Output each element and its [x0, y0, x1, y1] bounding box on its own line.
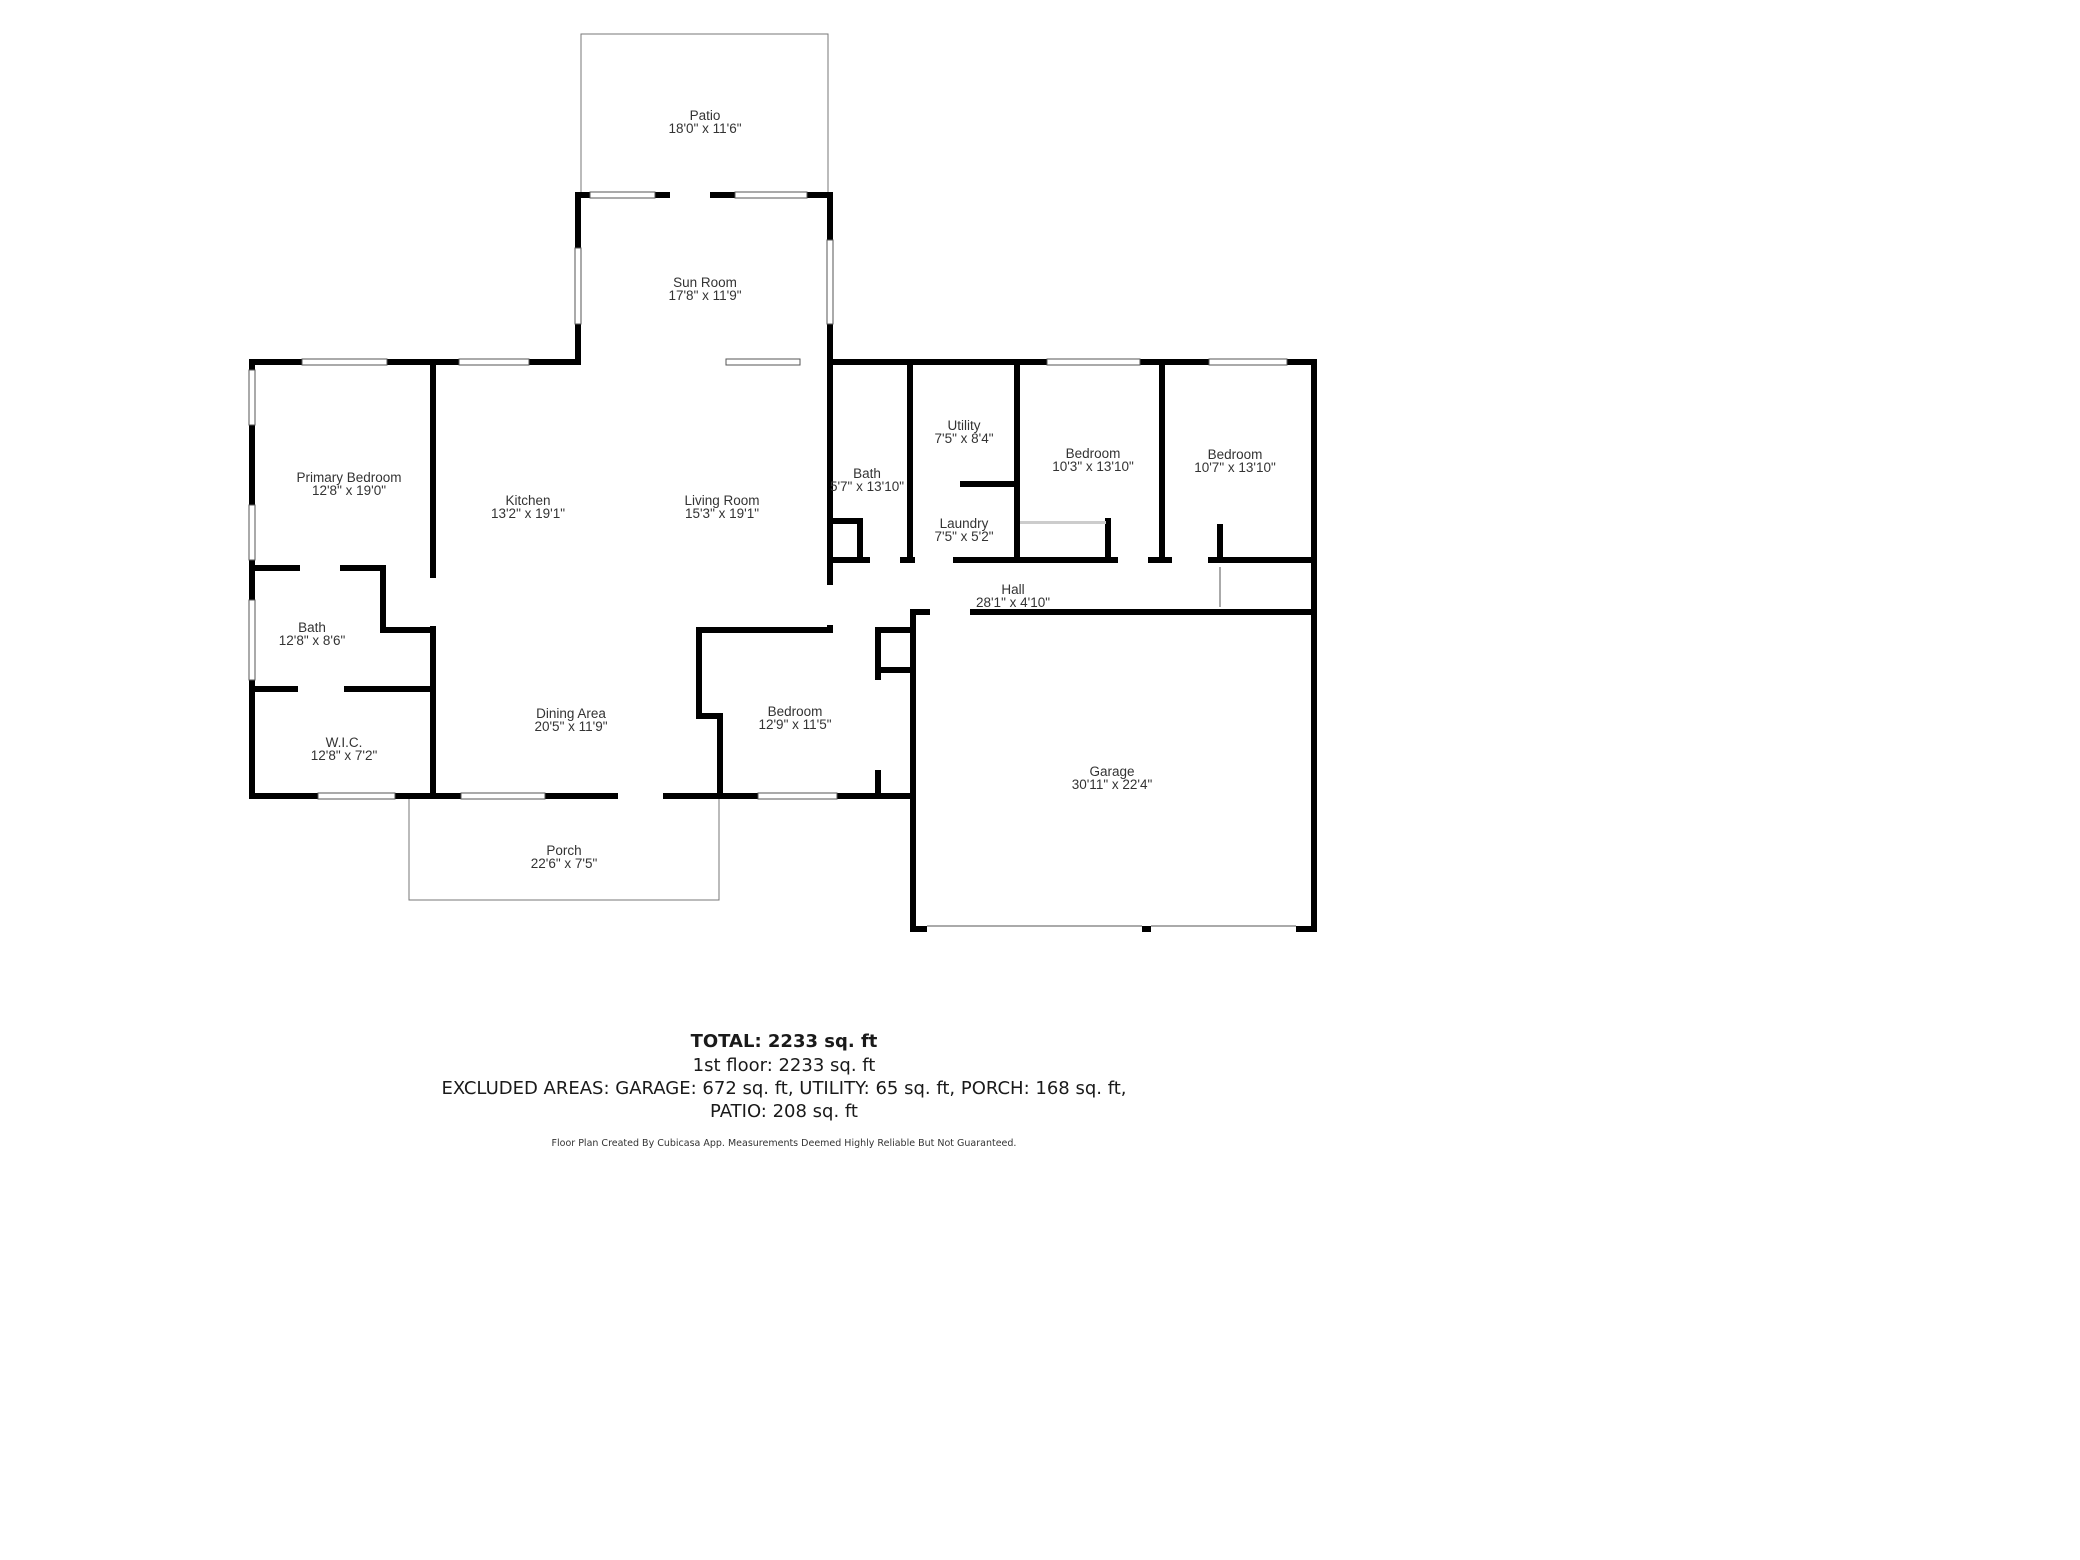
- outdoor-outlines: [408, 33, 829, 901]
- wic-dims: 12'8" x 7'2": [311, 748, 378, 763]
- windows: [248, 191, 1288, 800]
- patio-name: Patio: [690, 108, 721, 123]
- kitchen-name: Kitchen: [505, 493, 550, 508]
- excluded-areas-line-2: PATIO: 208 sq. ft: [710, 1101, 858, 1122]
- wic-name: W.I.C.: [326, 735, 363, 750]
- bedroom-3-dims: 10'7" x 13'10": [1194, 460, 1276, 475]
- living-room-dims: 15'3" x 19'1": [685, 506, 759, 521]
- primary-bedroom-dims: 12'8" x 19'0": [312, 483, 386, 498]
- bath-hall-name: Bath: [853, 466, 881, 481]
- living-room-name: Living Room: [684, 493, 759, 508]
- openings: [298, 190, 1296, 934]
- porch-name: Porch: [546, 843, 581, 858]
- bath-primary-dims: 12'8" x 8'6": [279, 633, 346, 648]
- excluded-areas-line-1: EXCLUDED AREAS: GARAGE: 672 sq. ft, UTIL…: [441, 1078, 1127, 1099]
- hall-name: Hall: [1001, 582, 1024, 597]
- bedroom-3-name: Bedroom: [1208, 447, 1263, 462]
- patio-dims: 18'0" x 11'6": [668, 121, 741, 136]
- utility-name: Utility: [948, 418, 981, 433]
- walls: [249, 192, 1317, 932]
- porch-dims: 22'6" x 7'5": [531, 856, 598, 871]
- room-labels: Patio 18'0" x 11'6" Sun Room 17'8" x 11'…: [279, 108, 1276, 871]
- primary-bedroom-name: Primary Bedroom: [296, 470, 401, 485]
- garage-name: Garage: [1089, 764, 1134, 779]
- bedroom-2-dims: 10'3" x 13'10": [1052, 459, 1134, 474]
- laundry-name: Laundry: [940, 516, 989, 531]
- sunroom-dims: 17'8" x 11'9": [668, 288, 741, 303]
- garage-dims: 30'11" x 22'4": [1072, 777, 1153, 792]
- dining-area-dims: 20'5" x 11'9": [534, 719, 607, 734]
- disclaimer-footer: Floor Plan Created By Cubicasa App. Meas…: [551, 1138, 1017, 1149]
- bath-primary-name: Bath: [298, 620, 326, 635]
- laundry-dims: 7'5" x 5'2": [934, 529, 993, 544]
- bedroom-4-name: Bedroom: [768, 704, 823, 719]
- total-area: TOTAL: 2233 sq. ft: [690, 1031, 878, 1052]
- hall-dims: 28'1" x 4'10": [976, 595, 1050, 610]
- bedroom-2-name: Bedroom: [1066, 446, 1121, 461]
- utility-dims: 7'5" x 8'4": [934, 431, 993, 446]
- floor-plan: Patio 18'0" x 11'6" Sun Room 17'8" x 11'…: [248, 33, 1317, 934]
- kitchen-dims: 13'2" x 19'1": [491, 506, 565, 521]
- bedroom-4-dims: 12'9" x 11'5": [758, 717, 831, 732]
- sunroom-name: Sun Room: [673, 275, 737, 290]
- garage-door-lines: [927, 567, 1296, 927]
- floor-area: 1st floor: 2233 sq. ft: [692, 1055, 876, 1076]
- dining-area-name: Dining Area: [536, 706, 606, 721]
- bath-hall-dims: 5'7" x 13'10": [830, 479, 904, 494]
